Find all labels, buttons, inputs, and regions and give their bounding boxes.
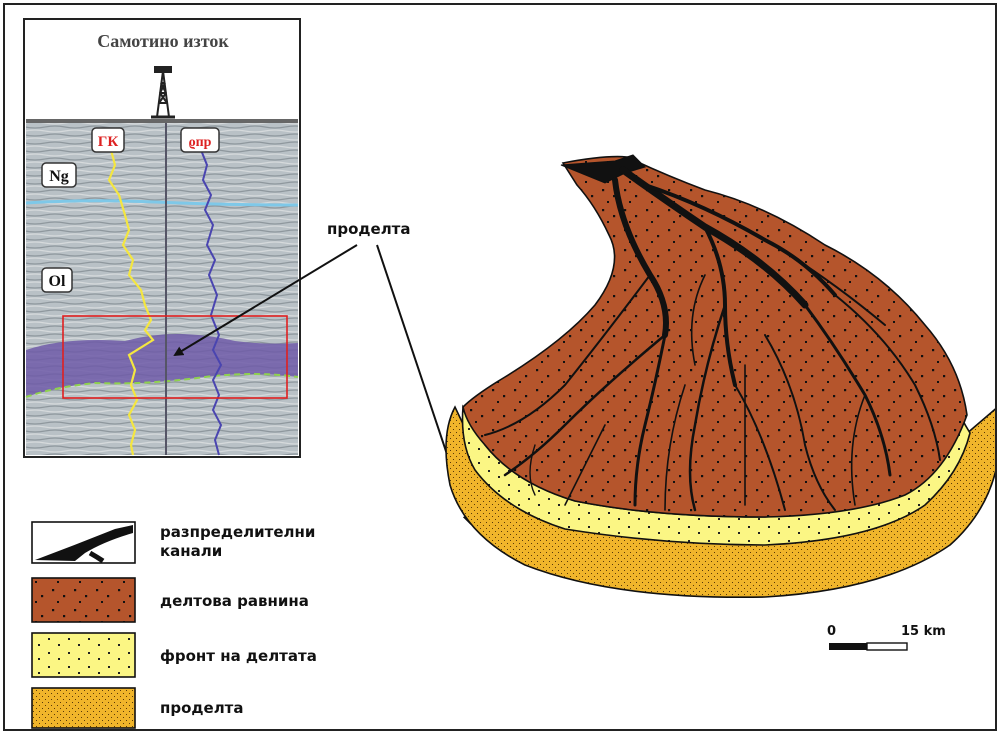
- scale-bar-white: [867, 643, 907, 650]
- figure-canvas: Самотино изток ГК ϱпр Ng Ol проделта: [5, 5, 997, 731]
- legend-label-channels-line2: канали: [160, 542, 222, 560]
- well-log-panel: Самотино изток ГК ϱпр Ng Ol: [24, 19, 300, 457]
- legend-label-prodelta: проделта: [160, 699, 244, 717]
- rho-label: ϱпр: [189, 135, 212, 150]
- legend-item-delta-plain: делтова равнина: [32, 578, 309, 622]
- legend-swatch-delta-plain: [32, 578, 135, 622]
- legend: разпределителни канали делтова равнина ф…: [32, 522, 317, 728]
- ng-label: Ng: [49, 168, 69, 185]
- legend-label-delta-front: фронт на делтата: [160, 647, 317, 665]
- ground-surface: [26, 119, 298, 123]
- figure-frame: Самотино изток ГК ϱпр Ng Ol проделта: [3, 3, 997, 731]
- delta-map: [446, 155, 997, 597]
- ol-label: Ol: [49, 273, 66, 290]
- legend-item-delta-front: фронт на делтата: [32, 633, 317, 677]
- legend-label-channels-line1: разпределителни: [160, 523, 315, 541]
- legend-item-prodelta: проделта: [32, 688, 244, 728]
- legend-swatch-delta-front: [32, 633, 135, 677]
- scale-bar-black: [829, 643, 867, 650]
- scale-bar: 0 15 km: [827, 624, 946, 650]
- gk-label: ГК: [98, 134, 119, 150]
- scale-end-label: 15 km: [901, 624, 946, 639]
- well-title: Самотино изток: [97, 31, 229, 51]
- legend-swatch-prodelta: [32, 688, 135, 728]
- legend-label-delta-plain: делтова равнина: [160, 592, 309, 610]
- callout-label: проделта: [327, 220, 411, 238]
- scale-start-label: 0: [827, 624, 836, 639]
- legend-item-channels: разпределителни канали: [32, 522, 315, 563]
